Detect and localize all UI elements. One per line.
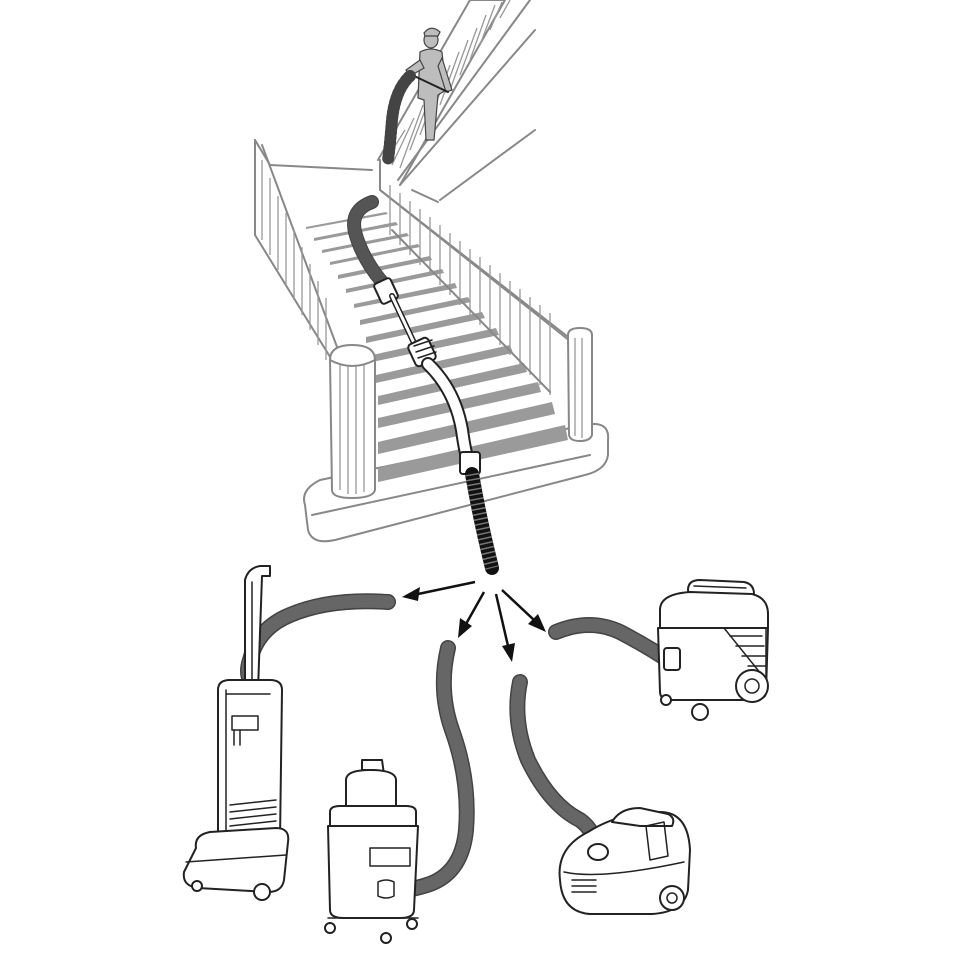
upright-vacuum-icon	[182, 565, 396, 901]
arrow-icon	[501, 589, 546, 632]
person-icon	[382, 27, 453, 166]
arrow-icon	[494, 593, 515, 662]
arrow-icon	[458, 591, 486, 638]
canister-vacuum-icon	[509, 674, 691, 915]
left-balustrade	[254, 139, 376, 499]
wet-dry-vacuum-icon	[324, 640, 475, 944]
arrow-icon	[402, 580, 476, 601]
hose-icon	[347, 195, 499, 575]
right-balustrade	[379, 159, 593, 442]
arrows	[402, 580, 546, 662]
commercial-vacuum-icon	[548, 579, 769, 721]
